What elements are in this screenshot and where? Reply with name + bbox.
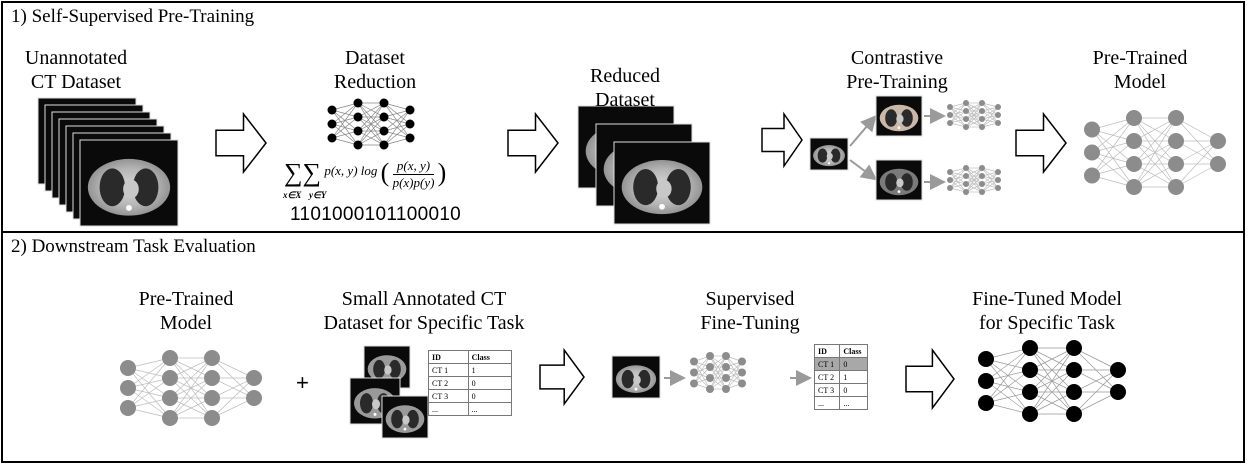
augment-arrow (849, 159, 878, 181)
table-header: Class (467, 350, 513, 364)
table-cell: 0 (467, 389, 513, 403)
encoder-network-bottom (947, 165, 1001, 195)
table-cell: CT 2 (813, 370, 841, 384)
ct-slice-image (613, 141, 711, 225)
supervised-network (690, 352, 746, 393)
flow-arrow (507, 111, 559, 175)
flow-arrow (215, 111, 267, 175)
table-cell: CT 3 (813, 383, 841, 397)
table-cell: CT 2 (428, 376, 469, 390)
ct-slice-image (809, 137, 849, 171)
flow-arrow (761, 111, 803, 169)
panel-downstream: 2) Downstream Task Evaluation (1, 231, 1245, 463)
table-cell: 0 (467, 376, 513, 390)
formula-subscript-y: y∈Y (309, 190, 327, 200)
table-header: ID (813, 344, 841, 358)
table-cell: ... (839, 396, 868, 410)
table-cell: ... (467, 402, 513, 416)
table-cell: ... (813, 396, 841, 410)
pretrained-network (1084, 110, 1226, 195)
flow-arrow (905, 347, 955, 411)
reduction-network (327, 98, 415, 150)
table-cell: CT 3 (428, 389, 469, 403)
pretrained-network-2 (120, 350, 262, 426)
finetuned-network (978, 340, 1126, 422)
mutual-information-formula: ∑∑ p(x, y) log ( p(x, y) p(x)p(y) ) (284, 157, 447, 190)
augmented-ct-image (875, 95, 923, 137)
table-cell: 1 (467, 363, 513, 377)
ct-slice-image (79, 139, 179, 227)
panel-title: 1) Self-Supervised Pre-Training (11, 6, 255, 27)
table-header: Class (839, 344, 868, 358)
table-cell: 0 (839, 383, 868, 397)
table-cell: 1 (839, 370, 868, 384)
table-row: ...... (428, 402, 513, 416)
annotated-ct-image (381, 395, 429, 439)
table-cell: 0 (839, 357, 868, 371)
panel-title: 2) Downstream Task Evaluation (11, 236, 256, 257)
plus-sign: + (296, 370, 309, 395)
ct-slice-image (611, 355, 661, 399)
augment-arrow (849, 114, 877, 147)
table-cell: CT 1 (813, 357, 841, 371)
flow-arrow (539, 347, 585, 407)
table-cell: ... (428, 402, 469, 416)
flow-arrow (1015, 111, 1067, 175)
encoder-network-top (947, 100, 1001, 130)
table-header: ID (428, 350, 469, 364)
table-row: ...... (813, 396, 868, 410)
augmented-ct-image (875, 159, 923, 201)
table-cell: CT 1 (428, 363, 469, 377)
binary-mask: 1101000101100010 (290, 204, 462, 225)
formula-subscript-x: x∈X (283, 190, 302, 200)
